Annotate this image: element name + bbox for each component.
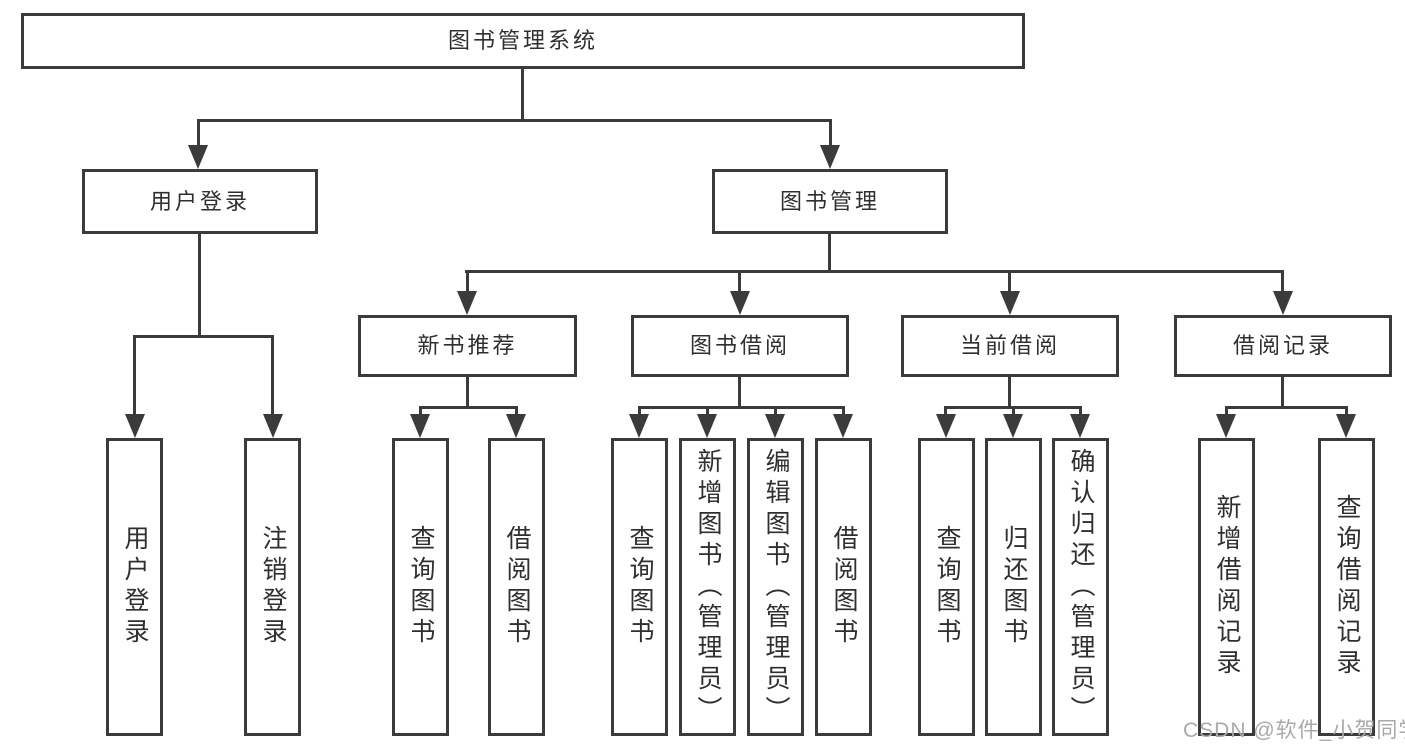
connector-line <box>465 270 1284 273</box>
connector-line <box>515 406 518 416</box>
node-current-borrow: 当前借阅 <box>901 315 1119 377</box>
connector-line <box>828 233 831 273</box>
arrow-down-icon <box>1000 291 1020 315</box>
connector-line <box>197 119 200 147</box>
leaf-borrow-books: 借阅图书 <box>815 438 872 736</box>
arrow-down-icon <box>457 291 477 315</box>
connector-line <box>1079 406 1082 416</box>
connector-line <box>1012 406 1015 416</box>
watermark-csdn: CSDN @软件_小贺同学 <box>1183 719 1405 742</box>
arrow-down-icon <box>125 414 145 438</box>
leaf-confirm-return-admin: 确认归还（管理员） <box>1052 438 1109 736</box>
arrow-down-icon <box>936 414 956 438</box>
connector-line <box>1008 270 1011 293</box>
leaf-query-books-recommend: 查询图书 <box>392 438 449 736</box>
node-library-system: 图书管理系统 <box>21 13 1025 69</box>
connector-line <box>829 119 832 147</box>
connector-line <box>1345 406 1348 416</box>
leaf-user-login: 用户登录 <box>106 438 163 736</box>
arrow-down-icon <box>820 145 840 169</box>
connector-line <box>738 376 741 408</box>
connector-line <box>133 335 274 338</box>
connector-line <box>133 335 136 415</box>
leaf-query-borrow-record: 查询借阅记录 <box>1318 438 1375 736</box>
leaf-return-books: 归还图书 <box>985 438 1042 736</box>
arrow-down-icon <box>1003 414 1023 438</box>
leaf-borrow-books-recommend: 借阅图书 <box>488 438 545 736</box>
arrow-down-icon <box>1273 291 1293 315</box>
connector-line <box>638 406 641 416</box>
arrow-down-icon <box>1336 414 1356 438</box>
connector-line <box>638 406 845 409</box>
connector-line <box>774 406 777 416</box>
connector-line <box>842 406 845 416</box>
connector-line <box>197 119 832 122</box>
connector-line <box>1281 376 1284 408</box>
connector-line <box>198 233 201 337</box>
connector-line <box>271 335 274 415</box>
connector-line <box>419 406 422 416</box>
arrow-down-icon <box>697 414 717 438</box>
leaf-query-books-borrow: 查询图书 <box>611 438 668 736</box>
leaf-logout-login: 注销登录 <box>244 438 301 736</box>
connector-line <box>706 406 709 416</box>
connector-line <box>1225 406 1348 409</box>
arrow-down-icon <box>188 145 208 169</box>
arrow-down-icon <box>506 414 526 438</box>
node-user-login: 用户登录 <box>82 169 318 234</box>
leaf-edit-books-admin: 编辑图书（管理员） <box>747 438 804 736</box>
arrow-down-icon <box>730 291 750 315</box>
node-new-book-recommend: 新书推荐 <box>358 315 577 377</box>
arrow-down-icon <box>765 414 785 438</box>
connector-line <box>944 406 947 416</box>
leaf-query-books-current: 查询图书 <box>918 438 975 736</box>
connector-line <box>1008 376 1011 408</box>
node-book-management: 图书管理 <box>712 169 948 234</box>
arrow-down-icon <box>833 414 853 438</box>
connector-line <box>521 69 524 120</box>
arrow-down-icon <box>263 414 283 438</box>
connector-line <box>466 376 469 408</box>
connector-line <box>1225 406 1228 416</box>
node-borrow-records: 借阅记录 <box>1174 315 1392 377</box>
leaf-add-books-admin: 新增图书（管理员） <box>679 438 736 736</box>
arrow-down-icon <box>1070 414 1090 438</box>
arrow-down-icon <box>410 414 430 438</box>
connector-line <box>419 406 518 409</box>
connector-line <box>738 270 741 293</box>
node-book-borrow: 图书借阅 <box>631 315 849 377</box>
leaf-add-borrow-record: 新增借阅记录 <box>1198 438 1255 736</box>
arrow-down-icon <box>629 414 649 438</box>
connector-line <box>466 270 469 293</box>
arrow-down-icon <box>1216 414 1236 438</box>
connector-line <box>1281 270 1284 293</box>
